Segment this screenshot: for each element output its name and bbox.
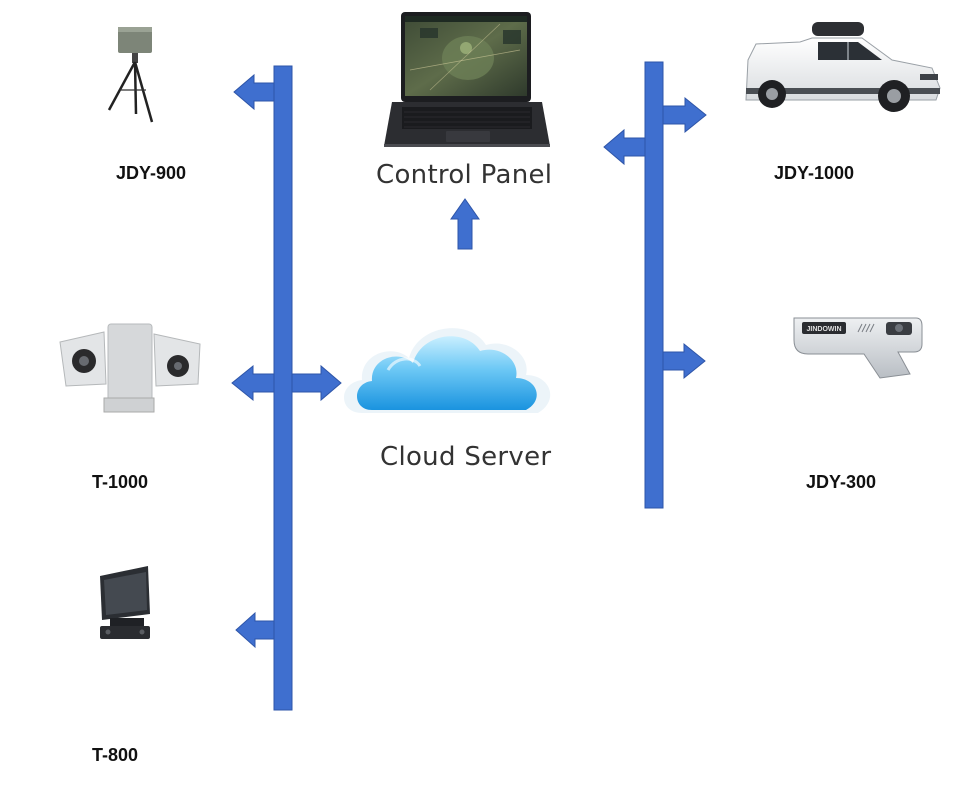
pickup-truck-icon	[745, 22, 941, 112]
t-1000-label: T-1000	[92, 472, 149, 492]
laptop-icon	[384, 12, 550, 147]
jdy-900-label: JDY-900	[116, 163, 187, 183]
arrow-to-jdy-900	[233, 73, 275, 111]
jdy-300-label: JDY-300	[806, 472, 877, 492]
control-panel-label: Control Panel	[376, 160, 553, 190]
arrow-to-control-panel	[603, 128, 646, 166]
left-bus-line	[273, 65, 293, 711]
tripod-sensor-icon	[107, 27, 154, 123]
handheld-brand-text: JINDOWIN	[807, 326, 842, 333]
dual-camera-turret-icon	[59, 323, 201, 413]
arrow-to-jdy-300	[662, 342, 706, 380]
arrow-to-t-1000	[231, 364, 275, 402]
t-800-label: T-800	[92, 745, 139, 765]
jdy-1000-label: JDY-1000	[774, 163, 855, 183]
cloud-icon	[344, 328, 551, 413]
keyboard-keys	[404, 111, 530, 128]
arrow-to-jdy-1000	[662, 96, 707, 134]
arrow-up-to-control-panel	[450, 198, 480, 250]
arrow-to-cloud-server	[291, 364, 342, 402]
right-bus-line	[644, 61, 664, 509]
radar-panel-icon	[100, 566, 150, 639]
cloud-server-label: Cloud Server	[380, 442, 552, 472]
handheld-device-icon: JINDOWIN	[793, 317, 923, 379]
arrow-to-t-800	[235, 611, 275, 649]
